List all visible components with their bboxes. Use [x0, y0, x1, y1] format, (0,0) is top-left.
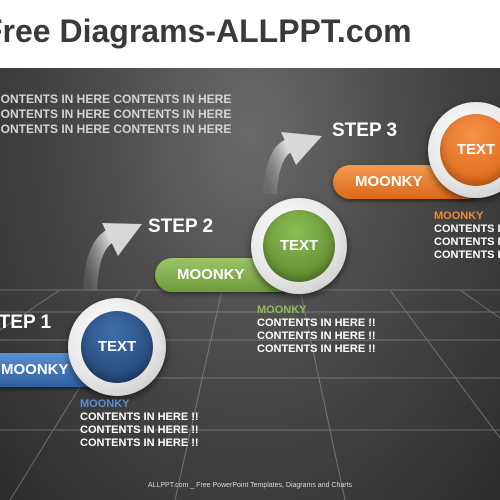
page-title: Free Diagrams-ALLPPT.com: [0, 13, 412, 49]
step-3-info-title: MOONKY: [434, 210, 484, 222]
step-3-circle: TEXT: [428, 102, 500, 198]
arrow-icon: [83, 223, 142, 291]
arrow-icon: [263, 132, 322, 195]
step-2-circle-inner: TEXT: [263, 210, 335, 282]
step-3-info-line: CONTENTS IN HERE !!: [434, 223, 500, 235]
top-text-line: CONTENTS IN HERE CONTENTS IN HERE: [0, 122, 232, 136]
top-contents-text: CONTENTS IN HERE CONTENTS IN HERE CONTEN…: [0, 92, 231, 137]
step-arrows: [83, 132, 322, 291]
footer-credit: ALLPPT.com _ Free PowerPoint Templates, …: [147, 482, 353, 489]
step-2-info-line: CONTENTS IN HERE !!: [257, 330, 376, 342]
step-1-info-line: CONTENTS IN HERE !!: [80, 411, 199, 423]
step-2-info: MOONKY CONTENTS IN HERE !! CONTENTS IN H…: [257, 304, 376, 356]
step-1-label: STEP 1: [0, 312, 52, 333]
step-2-info-line: CONTENTS IN HERE !!: [257, 317, 376, 329]
step-3-info-line: CONTENTS IN HERE !!: [434, 249, 500, 261]
slide: CONTENTS IN HERE CONTENTS IN HERE CONTEN…: [0, 68, 500, 500]
step-3-info-line: CONTENTS IN HERE !!: [434, 236, 500, 248]
step-1-info: MOONKY CONTENTS IN HERE !! CONTENTS IN H…: [80, 398, 199, 450]
step-1-info-title: MOONKY: [80, 398, 130, 410]
top-text-line: CONTENTS IN HERE CONTENTS IN HERE: [0, 107, 232, 121]
step-2-bar-label: MOONKY: [177, 266, 245, 283]
step-2-circle-text: TEXT: [279, 237, 319, 254]
step-1-circle: TEXT: [68, 298, 166, 396]
step-1-circle-inner: TEXT: [81, 311, 153, 383]
step-1-circle-text: TEXT: [97, 338, 137, 355]
header: Free Diagrams-ALLPPT.com: [0, 0, 500, 68]
step-1-info-line: CONTENTS IN HERE !!: [80, 437, 199, 449]
step-2-circle: TEXT: [251, 198, 347, 294]
step-2-info-title: MOONKY: [257, 304, 307, 316]
step-1-info-line: CONTENTS IN HERE !!: [80, 424, 199, 436]
step-3-circle-text: TEXT: [456, 141, 496, 158]
step-3-bar-label: MOONKY: [355, 173, 423, 190]
step-2-label: STEP 2: [148, 216, 214, 237]
top-text-line: CONTENTS IN HERE CONTENTS IN HERE: [0, 92, 232, 106]
step-3-circle-inner: TEXT: [440, 114, 500, 186]
step-1-bar-label: MOONKY: [1, 361, 69, 378]
step-3-info: MOONKY CONTENTS IN HERE !! CONTENTS IN H…: [434, 210, 500, 262]
step-2-info-line: CONTENTS IN HERE !!: [257, 343, 376, 355]
step-3-label: STEP 3: [332, 120, 398, 141]
